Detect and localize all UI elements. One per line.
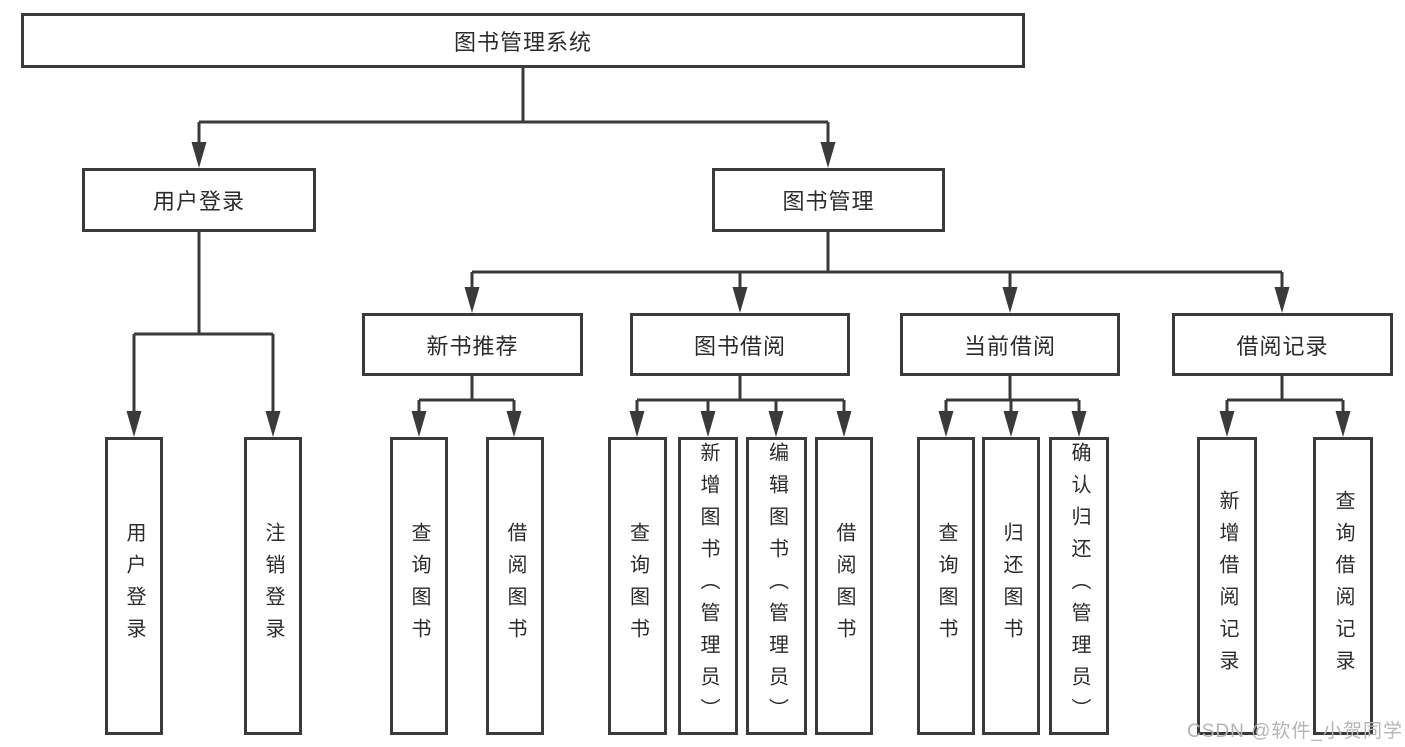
node-book-borrowing: 图书借阅 — [630, 313, 850, 376]
leaf-logout: 注销登录 — [244, 437, 302, 735]
leaf-bb-query-books-label: 查询图书 — [626, 522, 649, 650]
leaf-cb-query-books: 查询图书 — [917, 437, 975, 735]
leaf-nb-query-books-label: 查询图书 — [408, 522, 430, 650]
leaf-cb-return-books: 归还图书 — [982, 437, 1040, 735]
leaf-bb-edit-books: 编辑图书（管理员） — [746, 437, 807, 735]
leaf-cb-confirm-return: 确认归还（管理员） — [1049, 437, 1109, 735]
leaf-bb-borrow-books-label: 借阅图书 — [833, 522, 855, 650]
node-user-login-label: 用户登录 — [152, 189, 245, 214]
leaf-nb-borrow-books-label: 借阅图书 — [504, 522, 526, 650]
leaf-logout-label: 注销登录 — [262, 522, 284, 650]
node-book-management-label: 图书管理 — [782, 189, 875, 214]
node-book-borrowing-label: 图书借阅 — [693, 333, 786, 359]
node-library-system: 图书管理系统 — [21, 13, 1025, 68]
leaf-nb-query-books: 查询图书 — [390, 437, 448, 735]
leaf-br-query-record: 查询借阅记录 — [1313, 437, 1373, 735]
leaf-cb-confirm-return-label: 确认归还（管理员） — [1068, 442, 1090, 730]
leaf-bb-add-books: 新增图书（管理员） — [678, 437, 738, 735]
leaf-bb-borrow-books: 借阅图书 — [815, 437, 873, 735]
leaf-br-query-record-label: 查询借阅记录 — [1332, 490, 1354, 682]
node-borrow-records: 借阅记录 — [1172, 313, 1393, 376]
leaf-user-login-label: 用户登录 — [123, 522, 145, 650]
leaf-user-login: 用户登录 — [105, 437, 163, 735]
leaf-nb-borrow-books: 借阅图书 — [486, 437, 544, 735]
node-new-book-recommend: 新书推荐 — [362, 313, 583, 376]
leaf-bb-query-books: 查询图书 — [608, 437, 667, 735]
node-user-login: 用户登录 — [82, 168, 316, 232]
watermark: CSDN @软件_小贺同学 — [1187, 721, 1403, 742]
node-new-book-recommend-label: 新书推荐 — [426, 333, 519, 359]
leaf-br-add-record: 新增借阅记录 — [1197, 437, 1257, 735]
node-library-system-label: 图书管理系统 — [453, 29, 592, 55]
node-borrow-records-label: 借阅记录 — [1236, 333, 1329, 359]
leaf-cb-query-books-label: 查询图书 — [935, 522, 957, 650]
leaf-bb-edit-books-label: 编辑图书（管理员） — [765, 442, 788, 730]
node-book-management: 图书管理 — [712, 168, 945, 232]
node-current-borrowing-label: 当前借阅 — [963, 333, 1056, 359]
node-current-borrowing: 当前借阅 — [900, 313, 1120, 376]
leaf-bb-add-books-label: 新增图书（管理员） — [697, 442, 719, 730]
leaf-cb-return-books-label: 归还图书 — [1000, 522, 1022, 650]
leaf-br-add-record-label: 新增借阅记录 — [1216, 490, 1238, 682]
